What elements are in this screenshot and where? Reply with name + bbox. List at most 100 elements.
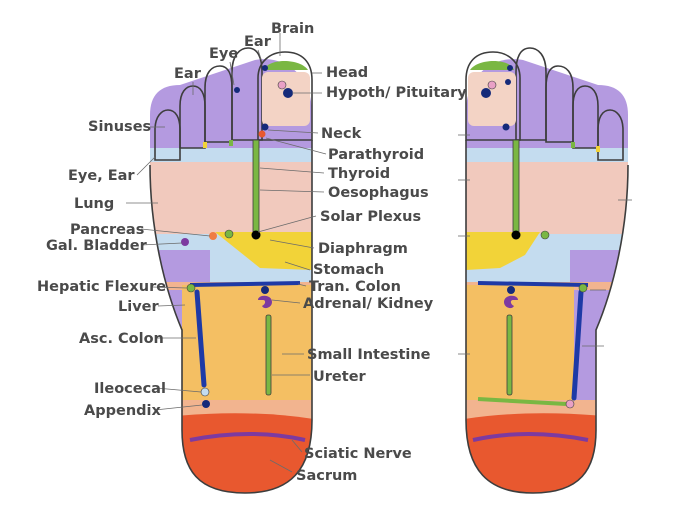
right-intestine-region xyxy=(466,285,574,405)
label-neck: Neck xyxy=(321,126,362,142)
right-neck-dot xyxy=(502,123,510,131)
label-tran-colon: Tran. Colon xyxy=(309,279,401,295)
left-big-toe xyxy=(257,51,313,141)
left-toe-3 xyxy=(204,65,233,143)
left-neck-dot xyxy=(261,123,269,131)
left-head-region xyxy=(262,72,310,126)
right-sigmoid-dot xyxy=(565,399,575,409)
label-head: Head xyxy=(326,65,368,81)
right-ureter xyxy=(506,314,513,396)
left-foot xyxy=(149,47,313,494)
label-ileocecal: Ileocecal xyxy=(94,381,166,397)
left-hepatic-flexure-dot xyxy=(186,283,196,293)
leader-lines xyxy=(126,33,632,473)
right-foot xyxy=(465,47,629,494)
right-eye-mark-1 xyxy=(571,142,575,148)
left-ileocecal-dot xyxy=(200,387,210,397)
label-ear-left: Ear xyxy=(174,66,202,82)
left-lung-region xyxy=(150,162,312,234)
left-parathyroid-dot xyxy=(258,130,266,138)
right-pancreas-dot xyxy=(540,230,550,240)
right-head-region xyxy=(468,72,516,126)
right-descending-colon xyxy=(571,289,584,401)
label-brain: Brain xyxy=(271,21,314,37)
left-toe-2 xyxy=(231,47,263,141)
right-stomach-region xyxy=(466,232,540,270)
label-oesophagus: Oesophagus xyxy=(328,185,429,201)
right-ear-dot xyxy=(507,65,513,71)
right-lung-region xyxy=(466,162,628,234)
left-spine-upper xyxy=(252,139,260,236)
right-toe-2 xyxy=(515,47,547,141)
left-adrenal-dot xyxy=(261,286,269,294)
right-toe-4 xyxy=(572,85,599,149)
left-ascending-colon xyxy=(194,289,207,388)
left-solar-plexus-dot xyxy=(251,230,261,240)
right-eye-ear-band xyxy=(466,148,628,164)
label-eye-ear: Eye, Ear xyxy=(68,168,135,184)
left-ear-dot-2 xyxy=(234,87,240,93)
left-hypothalamus-dot xyxy=(277,80,287,90)
right-sciatic-band xyxy=(472,432,589,442)
left-eye-ear-band xyxy=(150,148,312,164)
left-toe-5 xyxy=(154,109,181,161)
left-pancreas-dot-green xyxy=(224,229,234,239)
right-eye-mark-2 xyxy=(596,146,600,152)
left-sole-outline xyxy=(149,140,313,494)
label-ureter: Ureter xyxy=(313,369,367,385)
left-eye-mark-2 xyxy=(229,140,233,146)
right-sigmoid-colon xyxy=(477,397,567,406)
right-splenic-flexure-dot xyxy=(578,283,588,293)
right-heel-region xyxy=(466,413,628,493)
label-sciatic-nerve: Sciatic Nerve xyxy=(304,446,412,462)
label-eye: Eye xyxy=(209,46,238,62)
right-toe-3 xyxy=(545,65,574,143)
right-big-toe xyxy=(465,51,521,141)
right-sole-outline xyxy=(465,140,629,494)
right-transverse-colon xyxy=(477,281,589,287)
label-adrenal-kidney: Adrenal/ Kidney xyxy=(303,296,434,312)
label-gal-bladder: Gal. Bladder xyxy=(46,238,148,254)
labels: Brain Ear Eye Ear Head Hypoth/ Pituitary… xyxy=(37,21,467,484)
right-toe-5 xyxy=(597,109,624,161)
left-heel-region xyxy=(150,413,312,493)
right-solar-plexus-dot xyxy=(511,230,521,240)
label-solar-plexus: Solar Plexus xyxy=(320,209,421,225)
label-liver: Liver xyxy=(118,299,159,315)
left-gall-bladder-dot xyxy=(181,238,189,246)
right-pituitary-dot xyxy=(481,88,491,98)
label-stomach: Stomach xyxy=(313,262,384,278)
left-kidney-shape xyxy=(258,295,272,309)
left-eye-mark-1 xyxy=(203,142,207,148)
label-sacrum: Sacrum xyxy=(296,468,357,484)
label-asc-colon: Asc. Colon xyxy=(79,331,164,347)
label-hepatic-flexure: Hepatic Flexure xyxy=(37,279,166,295)
left-appendix-dot xyxy=(202,400,210,408)
label-diaphragm: Diaphragm xyxy=(318,241,408,257)
left-stomach-region xyxy=(215,232,312,270)
left-pancreas-dot xyxy=(209,232,217,240)
label-parathyroid: Parathyroid xyxy=(328,147,424,163)
label-small-intestine: Small Intestine xyxy=(307,347,431,363)
label-hypoth-pituitary: Hypoth/ Pituitary xyxy=(326,85,467,101)
right-spine-upper xyxy=(512,139,520,236)
left-ear-dot-1 xyxy=(262,65,268,71)
label-appendix: Appendix xyxy=(84,403,161,419)
left-sciatic-band xyxy=(189,432,306,442)
right-hypothalamus-dot xyxy=(487,80,497,90)
label-pancreas: Pancreas xyxy=(70,222,144,238)
right-brain-cap xyxy=(470,61,514,70)
label-lung: Lung xyxy=(74,196,114,212)
right-kidney-shape xyxy=(504,295,518,309)
left-pituitary-dot xyxy=(283,88,293,98)
label-thyroid: Thyroid xyxy=(328,166,390,182)
left-ureter xyxy=(265,314,272,396)
right-adrenal-dot xyxy=(507,286,515,294)
label-sinuses: Sinuses xyxy=(88,119,151,135)
label-ear-top: Ear xyxy=(244,34,272,50)
left-brain-cap xyxy=(264,61,308,70)
left-transverse-colon xyxy=(189,281,301,287)
right-eye-dot xyxy=(505,79,511,85)
